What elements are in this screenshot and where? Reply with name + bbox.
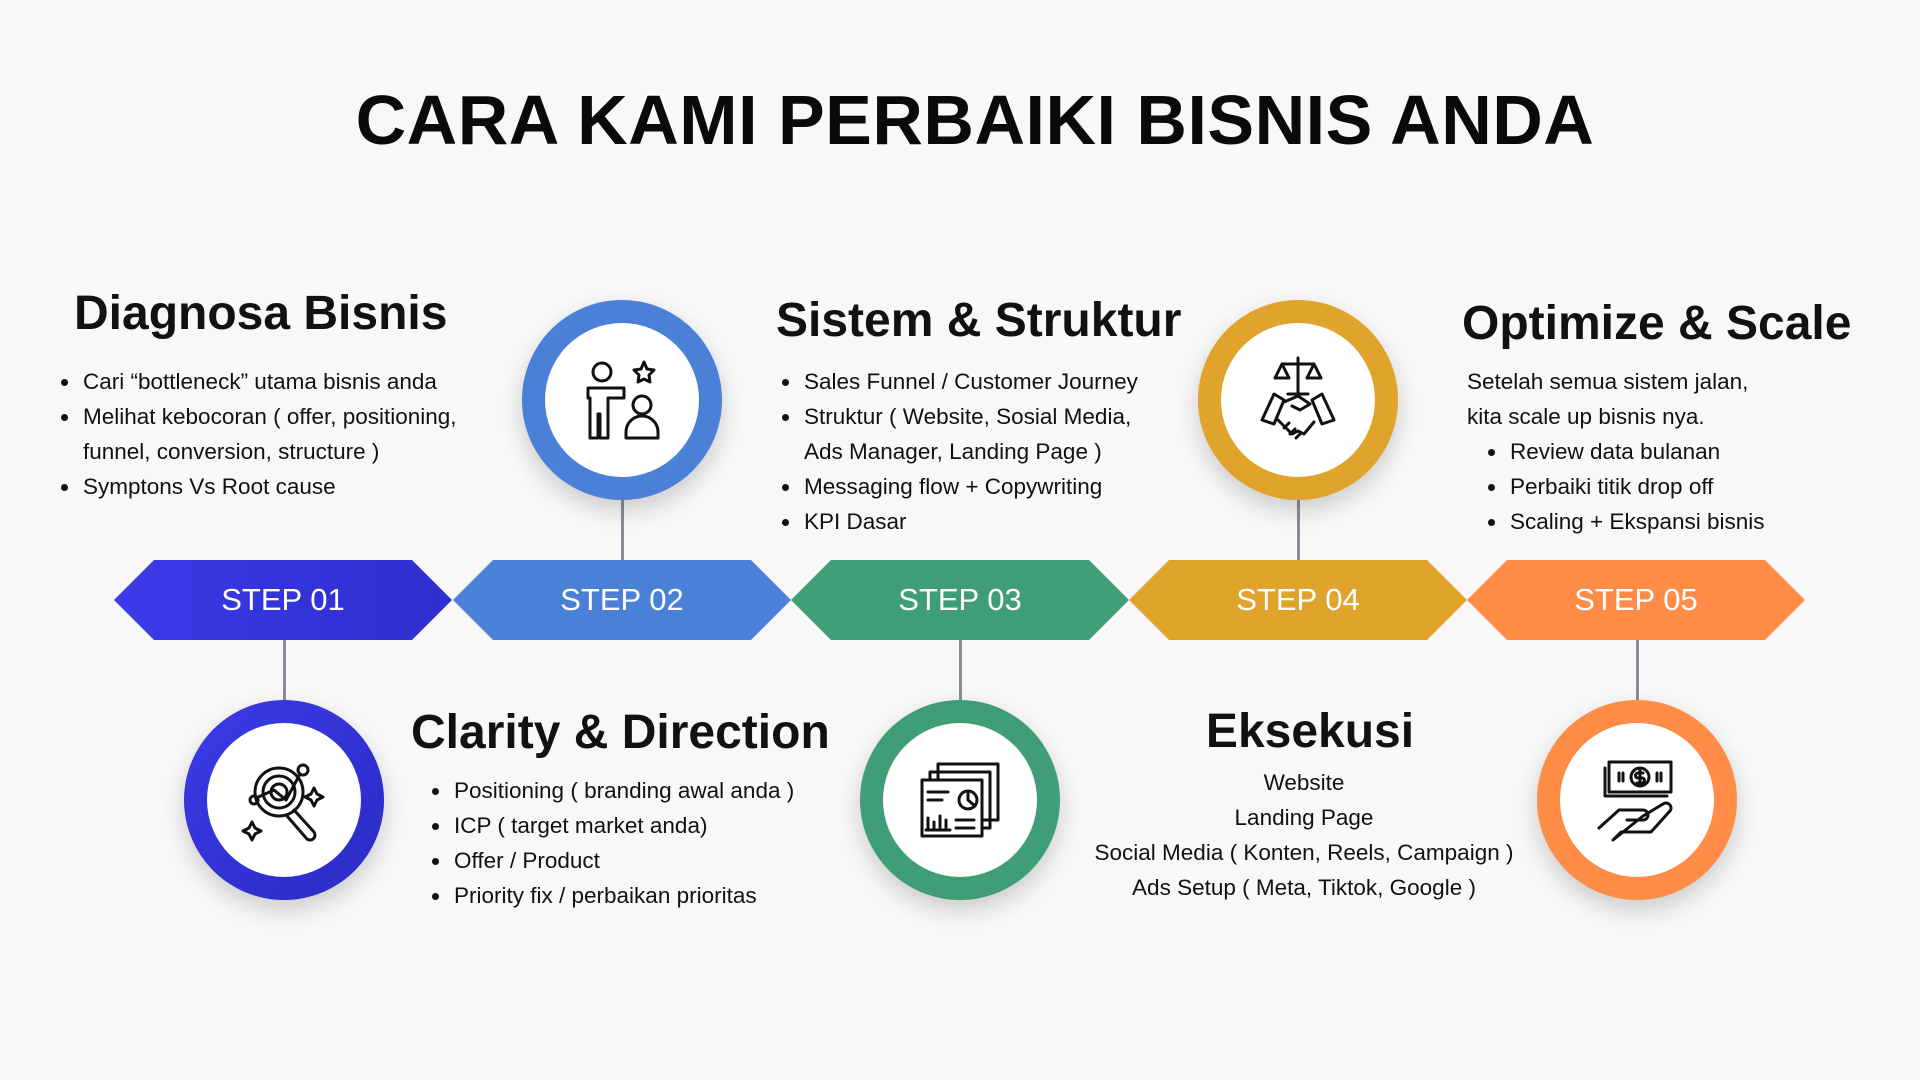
bullet-item: Melihat kebocoran ( offer, positioning, …	[81, 399, 483, 469]
step-04-icon-circle	[1198, 300, 1398, 500]
handshake-scale-icon	[1260, 356, 1336, 440]
line-item: Landing Page	[1234, 805, 1374, 830]
step-01-heading: Diagnosa Bisnis	[74, 287, 448, 340]
bullet-item: Offer / Product	[452, 843, 794, 878]
bullet-item: Review data bulanan	[1508, 434, 1765, 469]
bullet-item: Struktur ( Website, Sosial Media, Ads Ma…	[802, 399, 1159, 469]
line-item: Ads Setup ( Meta, Tiktok, Google )	[1132, 875, 1476, 900]
report-documents-icon	[920, 762, 1000, 838]
step-03-icon-circle	[860, 700, 1060, 900]
step-05-icon-circle	[1537, 700, 1737, 900]
people-star-icon	[586, 360, 660, 440]
step-05-intro: Setelah semua sistem jalan, kita scale u…	[1467, 364, 1748, 434]
step-03-heading: Sistem & Struktur	[776, 294, 1182, 347]
step-02-bullets: Positioning ( branding awal anda ) ICP (…	[426, 773, 794, 913]
step-04-badge: STEP 04	[1129, 560, 1467, 640]
step-03-bullets: Sales Funnel / Customer Journey Struktur…	[776, 364, 1159, 539]
money-hand-icon	[1597, 760, 1673, 842]
bullet-item: Perbaiki titik drop off	[1508, 469, 1765, 504]
step-02-icon-circle	[522, 300, 722, 500]
intro-line: kita scale up bisnis nya.	[1467, 404, 1705, 429]
step-01-icon-circle	[184, 700, 384, 900]
step-05-bullets: Review data bulanan Perbaiki titik drop …	[1482, 434, 1765, 539]
bullet-item: ICP ( target market anda)	[452, 808, 794, 843]
page-title: CARA KAMI PERBAIKI BISNIS ANDA	[355, 81, 1595, 159]
bullet-item: Messaging flow + Copywriting	[802, 469, 1159, 504]
bullet-item: Sales Funnel / Customer Journey	[802, 364, 1159, 399]
step-04-lines: Website Landing Page Social Media ( Kont…	[1054, 765, 1554, 905]
step-03-badge: STEP 03	[791, 560, 1129, 640]
analysis-search-icon	[241, 763, 325, 842]
connector-line	[621, 495, 624, 561]
bullet-item: KPI Dasar	[802, 504, 1159, 539]
bullet-item: Priority fix / perbaikan prioritas	[452, 878, 794, 913]
bullet-item: Positioning ( branding awal anda )	[452, 773, 794, 808]
bullet-item: Cari “bottleneck” utama bisnis anda	[81, 364, 483, 399]
bullet-item: Scaling + Ekspansi bisnis	[1508, 504, 1765, 539]
line-item: Social Media ( Konten, Reels, Campaign )	[1094, 840, 1514, 865]
step-01-bullets: Cari “bottleneck” utama bisnis anda Meli…	[55, 364, 483, 504]
step-02-badge: STEP 02	[453, 560, 791, 640]
line-item: Website	[1263, 770, 1345, 795]
connector-line	[1297, 495, 1300, 561]
step-05-heading: Optimize & Scale	[1462, 297, 1852, 350]
step-04-heading: Eksekusi	[1205, 705, 1415, 758]
connector-line	[283, 639, 286, 705]
step-02-heading: Clarity & Direction	[411, 706, 830, 759]
intro-line: Setelah semua sistem jalan,	[1467, 369, 1749, 394]
connector-line	[959, 639, 962, 705]
connector-line	[1636, 639, 1639, 705]
bullet-item: Symptons Vs Root cause	[81, 469, 483, 504]
step-05-badge: STEP 05	[1467, 560, 1805, 640]
step-01-badge: STEP 01	[114, 560, 452, 640]
